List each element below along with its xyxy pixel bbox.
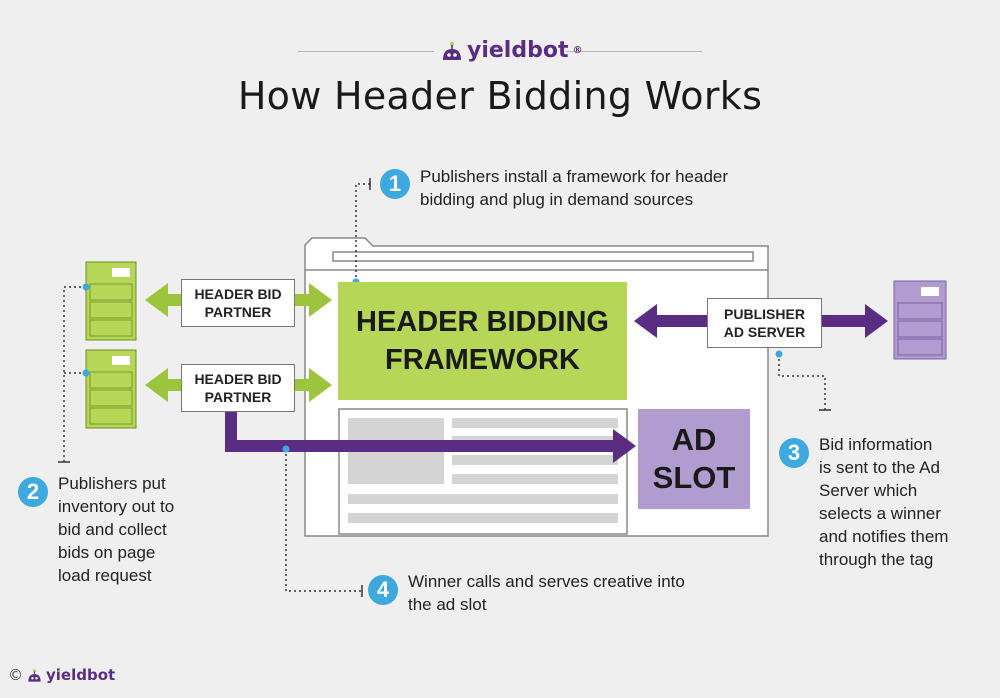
content-placeholder [338,408,628,535]
copyright-symbol: © [8,666,23,684]
step-3-badge: 3 [779,438,809,468]
step-3-line-4: selects a winner [819,504,941,523]
step-2-line-4: bids on page [58,543,156,562]
step-2-line-3: bid and collect [58,520,167,539]
step-2-line-1: Publishers put [58,474,166,493]
step-3-line-2: is sent to the Ad [819,458,940,477]
ad-server-line-1: PUBLISHER [724,306,805,322]
address-bar [332,251,754,262]
ad-server-line-2: AD SERVER [723,324,806,340]
step-4-badge: 4 [368,575,398,605]
framework-line-2: FRAMEWORK [385,344,580,376]
partner-1-line-1: HEADER BID [194,286,282,302]
footer-brand: © yieldbot [8,666,115,684]
step-1-text: Publishers install a framework for heade… [420,165,800,211]
ad-slot: AD SLOT [638,409,750,509]
page-title: How Header Bidding Works [237,74,763,118]
header-bid-partner-label-1: HEADER BID PARTNER [181,279,295,327]
robot-icon [443,41,461,60]
leader-ticks [58,178,831,597]
publisher-ad-server-label: PUBLISHER AD SERVER [707,298,822,348]
step-3-line-5: and notifies them [819,527,949,546]
header-bidding-framework: HEADER BIDDING FRAMEWORK [338,282,627,400]
ad-slot-line-2: SLOT [652,460,736,495]
brand-logo: yieldbot® [441,38,582,63]
partner-1-line-2: PARTNER [204,304,272,320]
step-3-line-1: Bid information [819,435,933,454]
brand-rule-right [566,51,702,52]
robot-icon [28,668,41,682]
step-4-text: Winner calls and serves creative into th… [408,570,768,616]
footer-brand-name: yieldbot [46,666,116,684]
step-2-line-5: load request [58,566,152,585]
step-2-text: Publishers put inventory out to bid and … [58,472,218,587]
step-3-line-6: through the tag [819,550,934,569]
step-2-badge: 2 [18,477,48,507]
brand-name: yieldbot [467,38,569,63]
step-1-badge: 1 [380,169,410,199]
server-icon-partner-2 [85,349,137,429]
step-3-line-3: Server which [819,481,918,500]
ad-slot-line-1: AD [671,422,717,457]
step-1-line-1: Publishers install a framework for heade… [420,167,729,186]
header-bid-partner-label-2: HEADER BID PARTNER [181,364,295,412]
server-icon-partner-1 [85,261,137,341]
partner-2-line-2: PARTNER [204,389,272,405]
step-4-line-1: Winner calls and serves creative into [408,572,685,591]
leader-lines [63,183,826,592]
step-3-text: Bid information is sent to the Ad Server… [819,433,994,571]
step-1-line-2: bidding and plug in demand sources [420,190,694,209]
step-2-line-2: inventory out to [58,497,175,516]
brand-rule-left [298,51,434,52]
server-icon-ad-server [893,280,947,360]
brand-trademark: ® [572,45,583,56]
step-4-line-2: the ad slot [408,595,487,614]
partner-2-line-1: HEADER BID [194,371,282,387]
framework-line-1: HEADER BIDDING [356,306,609,338]
